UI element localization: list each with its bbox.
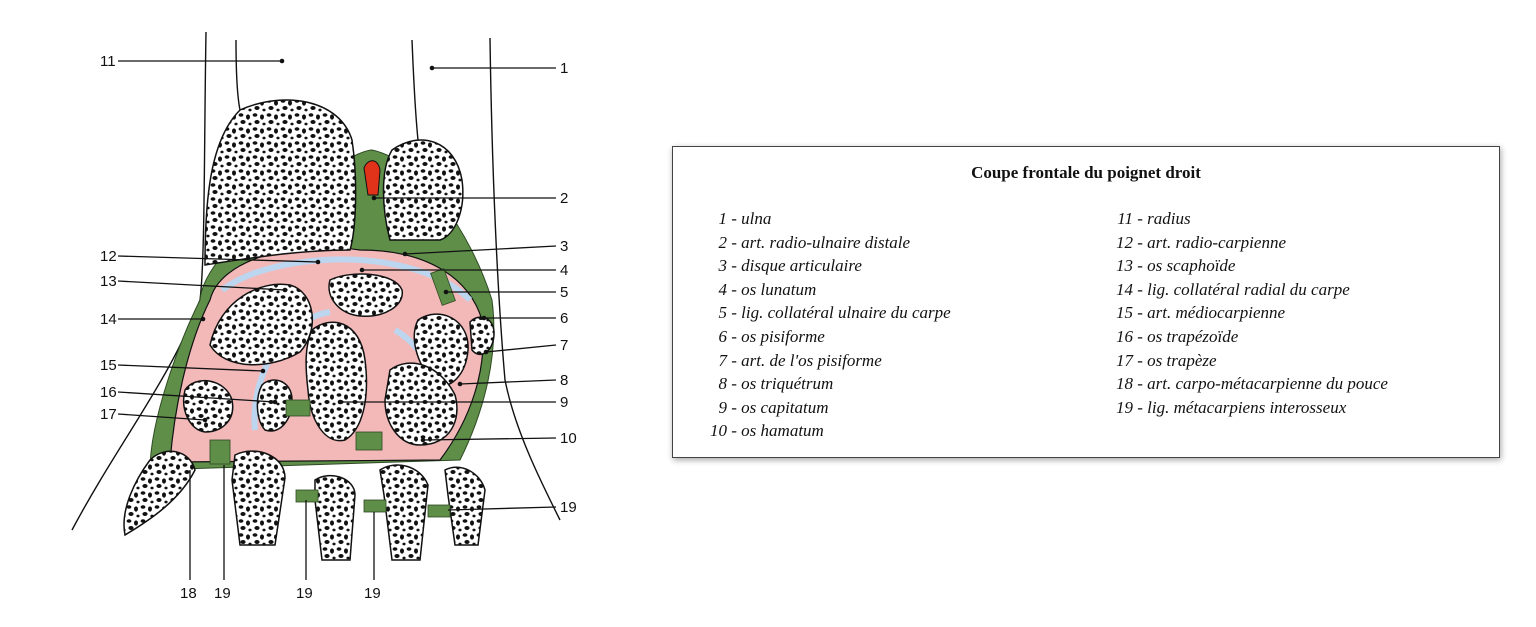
legend-item: 3 - disque articulaire [718, 256, 862, 276]
legend-item: 16 - os trapézoïde [1116, 326, 1239, 346]
label-15: 15 [100, 357, 117, 374]
legend-item: 8 - os triquétrum [718, 374, 834, 394]
legend-item: 13 - os scaphoïde [1116, 256, 1236, 276]
leader-lines [117, 58, 557, 580]
legend-column-left: 1 - ulna 2 - art. radio-ulnaire distale … [697, 207, 951, 443]
legend-item: 1 - ulna [718, 209, 772, 228]
carpal-bones [183, 273, 495, 446]
label-10: 10 [560, 430, 577, 447]
pisiform-bone [469, 316, 495, 356]
legend-item: 7 - art. de l'os pisiforme [718, 350, 882, 370]
number-labels: 11 1 2 3 12 4 13 5 14 6 7 15 8 16 9 17 1… [100, 53, 577, 602]
radioulnar-artery [363, 160, 381, 196]
label-18: 18 [180, 585, 197, 602]
trapezium-bone [183, 380, 234, 433]
label-6: 6 [560, 310, 568, 327]
legend-title: Coupe frontale du poignet droit [971, 163, 1201, 182]
label-13: 13 [100, 273, 117, 290]
label-9: 9 [560, 394, 568, 411]
legend-item: 6 - os pisiforme [718, 326, 825, 346]
wrist-frontal-section-diagram: 11 1 2 3 12 4 13 5 14 6 7 15 8 16 9 17 1… [71, 31, 577, 602]
label-2: 2 [560, 190, 568, 207]
legend-item: 17 - os trapèze [1116, 350, 1217, 370]
lunate-bone [328, 273, 403, 317]
legend-item: 12 - art. radio-carpienne [1116, 232, 1286, 252]
label-19-right: 19 [560, 499, 577, 516]
label-11: 11 [100, 53, 116, 70]
radius-bone [204, 99, 357, 266]
legend-item: 5 - lig. collatéral ulnaire du carpe [718, 303, 951, 323]
legend-item: 10 - os hamatum [710, 421, 824, 441]
label-19-a: 19 [214, 585, 231, 602]
label-17: 17 [100, 406, 117, 423]
legend-item: 15 - art. médiocarpienne [1116, 303, 1286, 323]
label-19-b: 19 [296, 585, 313, 602]
metacarpal-bones [123, 450, 486, 561]
legend-item: 14 - lig. collatéral radial du carpe [1116, 279, 1350, 299]
label-19-c: 19 [364, 585, 381, 602]
legend-item: 9 - os capitatum [718, 397, 829, 417]
legend-item: 18 - art. carpo-métacarpienne du pouce [1116, 374, 1388, 394]
legend-box: Coupe frontale du poignet droit 1 - ulna… [672, 146, 1500, 458]
legend-item: 2 - art. radio-ulnaire distale [718, 232, 911, 252]
label-5: 5 [560, 284, 568, 301]
label-12: 12 [100, 248, 117, 265]
label-7: 7 [560, 337, 568, 354]
legend-item: 4 - os lunatum [718, 279, 817, 299]
scaphoid-bone [209, 283, 314, 366]
label-4: 4 [560, 262, 568, 279]
label-14: 14 [100, 311, 117, 328]
legend-item: 11 - radius [1117, 209, 1191, 228]
label-16: 16 [100, 384, 117, 401]
interosseous-ligaments [209, 268, 456, 518]
label-8: 8 [560, 372, 568, 389]
legend-column-right: 11 - radius 12 - art. radio-carpienne 13… [1103, 207, 1388, 419]
hamate-bone [384, 362, 458, 446]
ulna-bone [382, 139, 464, 241]
capitate-bone [305, 321, 368, 442]
legend-item: 19 - lig. métacarpiens interosseux [1116, 397, 1347, 417]
label-3: 3 [560, 238, 568, 255]
trapezoid-bone [256, 379, 293, 432]
label-1: 1 [560, 60, 568, 77]
